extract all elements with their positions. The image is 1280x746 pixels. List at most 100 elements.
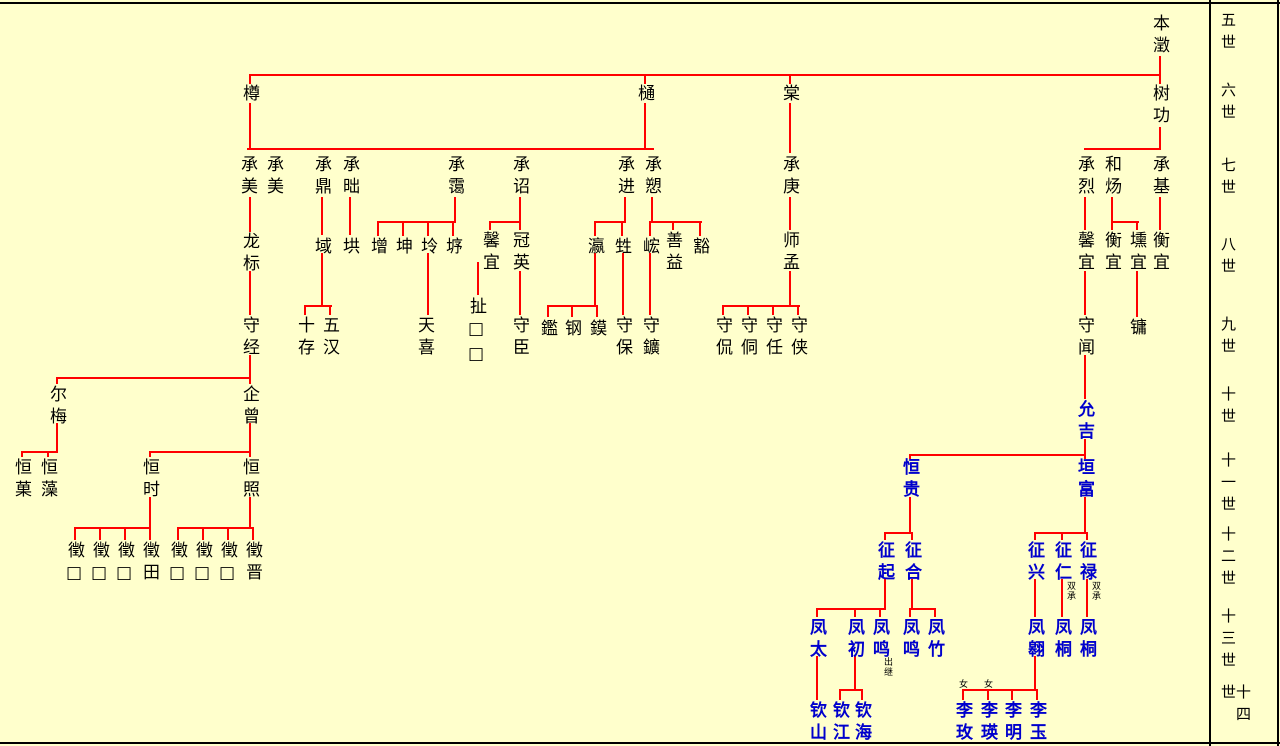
person-name: 钦江 [829,701,849,745]
connector-line [377,221,379,236]
person-name: 李玫 [952,701,972,745]
person-name: 恒时 [139,458,159,502]
connector-line [644,103,646,150]
connector-line [1136,271,1138,317]
connector-line [1111,197,1113,223]
connector-line [477,262,479,295]
generation-label: 十二世 [1219,526,1237,592]
connector-line [304,305,306,315]
connector-line [854,608,856,617]
person-name: 峵 [639,237,659,259]
connector-line [149,527,151,540]
person-name: 守任 [762,316,782,360]
connector-line [1034,579,1036,617]
generation-label: 六世 [1219,82,1237,126]
connector-line [884,532,886,540]
person-name: 征合 [901,541,921,585]
connector-line [249,74,251,84]
person-name: 凤竹 [924,618,944,662]
person-name: 守臣 [509,316,529,360]
person-name: 恒照 [239,458,259,502]
connector-line [622,253,624,315]
person-name: 征禄 [1076,541,1096,585]
connector-line [909,454,911,459]
person-name: 守闻 [1074,316,1094,360]
person-name: 衡宜 [1101,231,1121,275]
connector-line [321,197,323,235]
connector-line [454,197,456,223]
connector-line [452,221,454,236]
connector-line [747,305,749,315]
person-name: 樋 [634,84,654,106]
connector-line [789,103,791,153]
person-name: 守保 [612,316,632,360]
generation-label: 五世 [1219,12,1237,56]
connector-line [649,253,651,315]
frame-line [1209,0,1211,746]
connector-line [934,608,936,617]
connector-line [651,197,653,223]
generation-label: 七世 [1219,157,1237,201]
connector-line [249,377,251,384]
person-name: 冠英 [509,231,529,275]
annotation-note: 出继 [882,657,892,677]
connector-line [489,221,491,230]
connector-line [202,527,204,540]
person-name: 增 [367,237,387,259]
connector-line [99,527,101,540]
person-name: 承美 [237,155,257,199]
connector-line [909,608,936,610]
connector-line [884,532,913,534]
person-name: 恒贵 [899,458,919,502]
connector-line [304,305,332,307]
frame-line [1277,0,1279,746]
connector-line [621,221,623,236]
connector-line [249,103,251,150]
connector-line [816,608,818,617]
connector-line [1084,439,1086,455]
connector-line [909,608,911,617]
person-name: 凤太 [806,618,826,662]
connector-line [349,197,351,235]
annotation-note: 女 [957,679,967,689]
connector-line [177,527,179,540]
frame-line [0,2,1280,4]
connector-line [1011,689,1013,700]
connector-line [56,377,251,379]
person-name: 李玉 [1026,701,1046,745]
connector-line [879,608,881,617]
connector-line [594,221,596,236]
connector-line [1111,221,1113,230]
connector-line [1061,579,1063,617]
person-name: 鑑 [537,319,557,341]
connector-line [789,271,791,306]
person-name: 树功 [1149,84,1169,128]
connector-line [21,451,58,453]
connector-line [1084,197,1086,230]
connector-line [987,689,989,700]
person-name: 坽 [417,237,437,259]
person-name: 徵□ [192,541,212,588]
person-name: 垬 [339,237,359,259]
person-name: 承愬 [641,155,661,199]
person-name: 钢 [561,319,581,341]
person-name: 凤鸣 [869,618,889,662]
connector-line [519,271,521,315]
person-name: 域 [311,237,331,259]
person-name: 馨宜 [1074,231,1094,275]
connector-line [1111,221,1139,223]
connector-line [772,305,774,315]
person-name: 徵□ [217,541,237,588]
connector-line [427,253,429,315]
person-name: 瀛 [584,237,604,259]
connector-line [177,527,254,529]
connector-line [252,527,254,540]
connector-line [321,253,323,307]
connector-line [1084,355,1086,399]
person-name: 承基 [1149,155,1169,199]
connector-line [519,221,521,230]
connector-line [596,305,598,317]
connector-line [816,608,886,610]
person-name: 尔梅 [46,385,66,429]
